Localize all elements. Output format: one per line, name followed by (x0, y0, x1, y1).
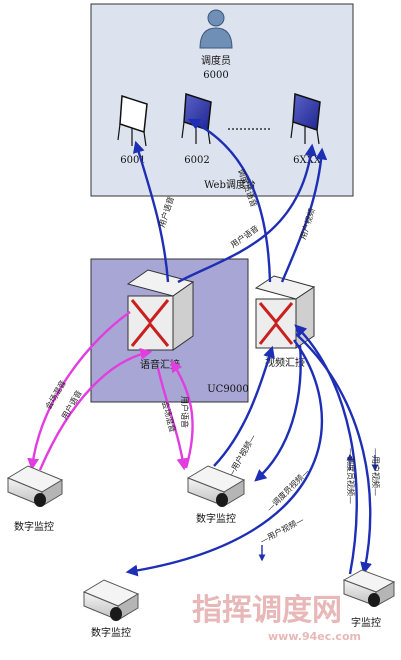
blue-flows (125, 118, 372, 577)
terminal-6xxx-icon (290, 92, 321, 145)
flow-video-to-camera-mid (254, 344, 302, 482)
watermark-url: www.94ec.com (268, 630, 361, 643)
flow-label-dispatcher-video-mid: —调度员视频— (264, 467, 311, 514)
camera-bottom-right-label: 字监控 (351, 616, 381, 629)
flow-label-user-video-right: —用户视频— (371, 448, 381, 496)
flow-camera-left-to-voice (38, 348, 153, 471)
flow-label-user-video-lower: —用户视频— (258, 514, 305, 545)
flow-camera-mid-to-video (213, 345, 275, 467)
flow-6002-to-voice-switch (187, 118, 272, 283)
watermark-title: 指挥调度网 (192, 593, 342, 628)
video-switch-icon (254, 275, 316, 349)
label-arrows (258, 453, 379, 562)
flow-label-user-voice-2: 用户语音 (228, 223, 260, 250)
camera-mid-label: 数字监控 (196, 512, 236, 525)
flow-camera-br-to-video (294, 324, 358, 575)
camera-bottom-right-icon (342, 569, 396, 607)
video-switch-label: 视频汇接 (265, 356, 305, 369)
flow-label-dispatcher-video-right: —调度员视频— (346, 448, 356, 504)
voice-switch-icon (126, 269, 195, 351)
flow-label-user-video-mid: —用户视频— (225, 432, 258, 479)
flow-voice-to-camera-left (27, 311, 131, 471)
terminal-label-2: 6002 (184, 155, 209, 166)
magenta-flows (27, 311, 194, 471)
dispatcher-role: 调度员 (201, 54, 231, 67)
terminal-label-1: 6001 (120, 155, 145, 166)
dispatcher-person-icon (199, 9, 233, 49)
terminal-label-3: 6XXX (293, 155, 322, 166)
camera-left-label: 数字监控 (14, 520, 54, 533)
flow-label-meeting-voice-mid: 会场混音 (160, 400, 178, 433)
flow-video-to-camera-br (295, 333, 372, 575)
camera-bottom-left-icon (82, 579, 140, 621)
flow-label-user-voice-left: 用户语音 (59, 388, 84, 421)
flow-video-to-camera-bl (125, 339, 323, 577)
flow-label-user-voice-mid: 用户语音 (180, 396, 190, 428)
camera-mid-icon (186, 465, 246, 507)
terminal-6001-icon (117, 94, 148, 147)
camera-bottom-left-label: 数字监控 (91, 626, 131, 639)
flow-voice-to-6xxx (177, 143, 317, 284)
dispatcher-id: 6000 (203, 70, 228, 81)
flow-label-meeting-voice: 会场混音 (43, 378, 68, 411)
flow-video-to-6xxx (280, 147, 328, 283)
camera-left-icon (6, 465, 64, 507)
flow-voice-to-camera-mid (156, 367, 189, 471)
web-console-title: Web调度台 (204, 178, 256, 191)
flow-label-user-video-top: 用户视频 (297, 207, 316, 241)
flow-camera-mid-to-voice (170, 359, 194, 469)
flow-voice-to-6001 (132, 140, 170, 283)
flow-label-user-voice-1: 用户语音 (156, 195, 175, 229)
uc9000-title: UC9000 (207, 384, 249, 395)
voice-switch-label: 语音汇接 (140, 358, 180, 371)
